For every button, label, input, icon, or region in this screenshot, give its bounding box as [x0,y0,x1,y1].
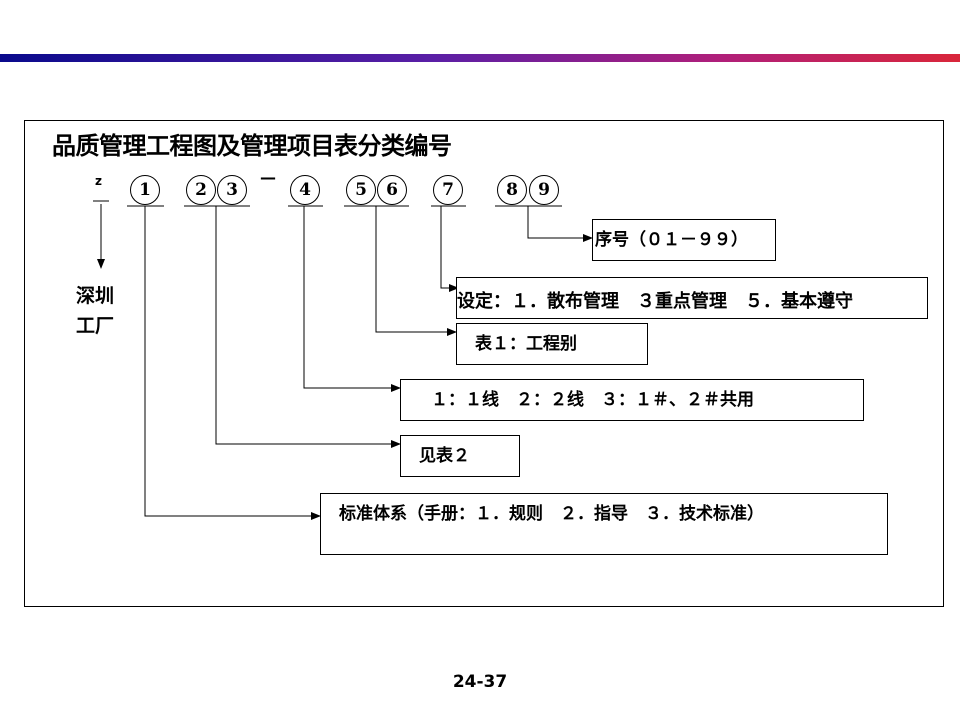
diagram-frame [24,120,944,607]
digit-circle-2: 2 [186,175,216,205]
line-assignment-box: １：１线 ２：２线 ３：１＃、２＃共用 [400,379,864,421]
connector-2-3-to-table2 [215,206,401,448]
digit-circle-8: 8 [497,175,527,205]
serial-number-box: 序号（０１－９９） [592,219,776,261]
see-table-2-box: 见表２ [400,435,520,477]
page-number: 24-37 [452,672,508,692]
digit-circle-3: 3 [217,175,247,205]
connector-7-to-setting [440,206,459,292]
connector-4-to-line [303,206,401,392]
digit-circle-5: 5 [346,175,376,205]
digit-circle-9: 9 [529,175,559,205]
z-label: z [95,174,102,188]
factory-label: 深圳 工厂 [76,285,115,337]
digit-circle-4: 4 [290,175,320,205]
digit-circle-6: 6 [377,175,407,205]
connector-5-6-to-table1 [375,206,457,336]
standard-system-box: 标准体系（手册：１．规则 ２．指导 ３．技术标准） [320,493,888,555]
connector-8-9-to-serial [527,206,593,242]
top-gradient-rule [0,54,960,62]
process-table-box: 表１：工程别 [456,323,648,365]
page-title: 品质管理工程图及管理项目表分类编号 [52,132,452,160]
digit-separator: — [260,168,276,187]
connector-1-to-standard [144,206,321,520]
setting-box: 设定：１．散布管理 ３重点管理 ５．基本遵守 [456,277,928,319]
digit-circle-1: 1 [130,175,160,205]
digit-circle-7: 7 [433,175,463,205]
